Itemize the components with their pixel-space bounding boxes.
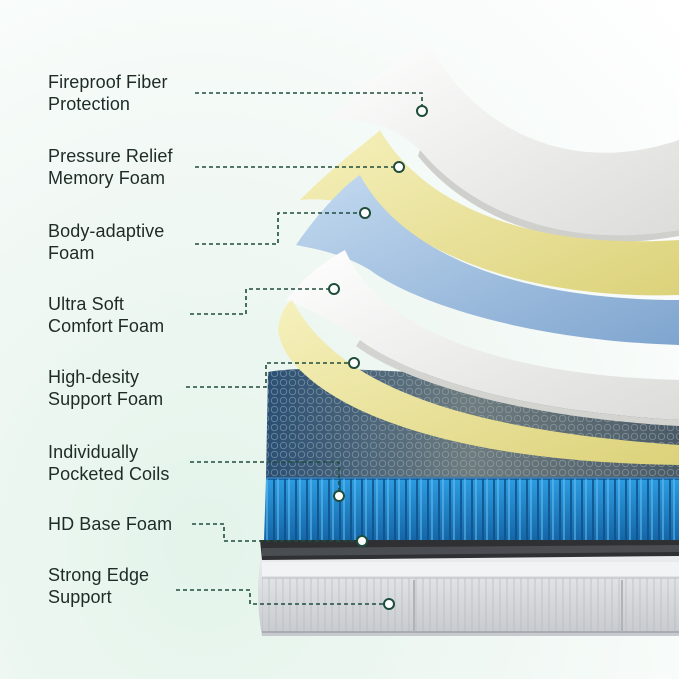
strong-edge-support-layer xyxy=(258,548,679,636)
callout-dot xyxy=(328,283,340,295)
label-line-2: Comfort Foam xyxy=(48,316,165,336)
label-line-1: Fireproof Fiber xyxy=(48,72,168,92)
label-hd-base-foam: HD Base Foam xyxy=(48,513,248,535)
callout-dot xyxy=(348,357,360,369)
leader-line xyxy=(192,523,362,542)
label-ultra-soft-comfort-foam: Ultra Soft Comfort Foam xyxy=(48,293,248,337)
label-fireproof-fiber-protection: Fireproof Fiber Protection xyxy=(48,71,248,115)
leader-line xyxy=(186,362,354,388)
label-line-1: High-desity xyxy=(48,367,140,387)
leader-line xyxy=(190,461,340,496)
label-high-density-support-foam: High-desity Support Foam xyxy=(48,366,248,410)
label-strong-edge-support: Strong Edge Support xyxy=(48,564,248,608)
leader-line xyxy=(176,589,389,605)
label-line-1: Pressure Relief xyxy=(48,146,173,166)
label-line-1: Body-adaptive xyxy=(48,221,165,241)
callout-dot xyxy=(333,490,345,502)
support-foam-layer xyxy=(278,300,679,465)
leader-lines xyxy=(176,92,423,605)
leader-line xyxy=(195,212,365,245)
callout-dot xyxy=(393,161,405,173)
label-line-1: Ultra Soft xyxy=(48,294,125,314)
label-line-2: Foam xyxy=(48,243,95,263)
label-line-1: Individually xyxy=(48,442,139,462)
label-body-adaptive-foam: Body-adaptive Foam xyxy=(48,220,248,264)
body-adaptive-foam-layer xyxy=(296,175,679,345)
label-line-2: Support xyxy=(48,587,112,607)
label-line-2: Protection xyxy=(48,94,131,114)
callout-dot xyxy=(383,598,395,610)
comfort-foam-layer xyxy=(286,250,679,426)
label-line-2: Support Foam xyxy=(48,389,164,409)
leader-line xyxy=(190,288,334,315)
fireproof-fiber-layer xyxy=(330,46,679,242)
memory-foam-layer xyxy=(300,130,679,296)
callout-dot xyxy=(356,535,368,547)
label-individually-pocketed-coils: Individually Pocketed Coils xyxy=(48,441,248,485)
label-line-2: Pocketed Coils xyxy=(48,464,170,484)
label-line-2: Memory Foam xyxy=(48,168,166,188)
label-line-1: Strong Edge xyxy=(48,565,150,585)
label-line-1: HD Base Foam xyxy=(48,514,173,534)
callout-dots xyxy=(328,105,428,610)
callout-dot xyxy=(416,105,428,117)
label-pressure-relief-memory-foam: Pressure Relief Memory Foam xyxy=(48,145,248,189)
callout-dot xyxy=(359,207,371,219)
